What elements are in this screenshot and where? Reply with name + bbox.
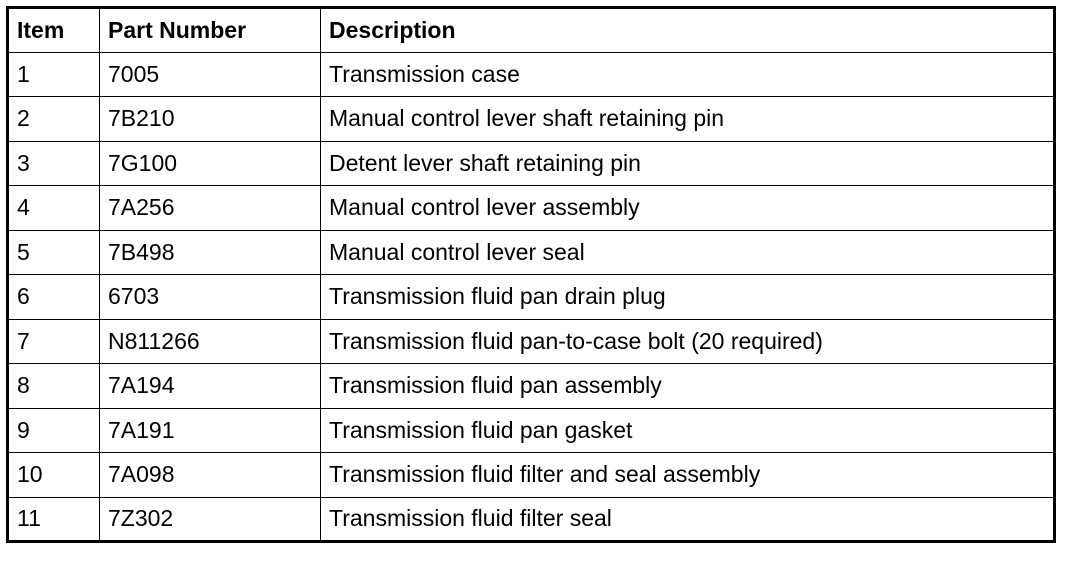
cell-part-number: 7005 [99, 51, 321, 97]
cell-part-number: 7A256 [99, 185, 321, 231]
cell-item: 10 [7, 452, 100, 498]
cell-item: 8 [7, 363, 100, 409]
cell-description: Transmission fluid filter seal [320, 496, 1055, 542]
table-header: Item Part Number Description [7, 7, 1055, 53]
table-row: 5 7B498 Manual control lever seal [7, 229, 1055, 275]
cell-item: 4 [7, 185, 100, 231]
cell-item: 6 [7, 274, 100, 320]
cell-part-number: 7B210 [99, 96, 321, 142]
cell-description: Manual control lever shaft retaining pin [320, 96, 1055, 142]
cell-description: Transmission fluid pan assembly [320, 363, 1055, 409]
table-row: 11 7Z302 Transmission fluid filter seal [7, 496, 1055, 542]
cell-description: Transmission fluid pan gasket [320, 407, 1055, 453]
cell-item: 1 [7, 51, 100, 97]
header-item: Item [7, 7, 100, 53]
cell-part-number: 7A098 [99, 452, 321, 498]
cell-description: Transmission fluid filter and seal assem… [320, 452, 1055, 498]
table-row: 3 7G100 Detent lever shaft retaining pin [7, 140, 1055, 186]
cell-description: Detent lever shaft retaining pin [320, 140, 1055, 186]
table-row: 10 7A098 Transmission fluid filter and s… [7, 452, 1055, 498]
cell-item: 11 [7, 496, 100, 542]
cell-description: Manual control lever seal [320, 229, 1055, 275]
table-row: 1 7005 Transmission case [7, 51, 1055, 97]
cell-part-number: N811266 [99, 318, 321, 364]
cell-description: Transmission case [320, 51, 1055, 97]
cell-item: 9 [7, 407, 100, 453]
cell-description: Transmission fluid pan drain plug [320, 274, 1055, 320]
cell-part-number: 7B498 [99, 229, 321, 275]
cell-part-number: 6703 [99, 274, 321, 320]
header-description: Description [320, 7, 1055, 53]
cell-part-number: 7G100 [99, 140, 321, 186]
cell-item: 5 [7, 229, 100, 275]
cell-description: Transmission fluid pan-to-case bolt (20 … [320, 318, 1055, 364]
table-row: 6 6703 Transmission fluid pan drain plug [7, 274, 1055, 320]
header-row: Item Part Number Description [7, 7, 1055, 53]
cell-description: Manual control lever assembly [320, 185, 1055, 231]
table-row: 2 7B210 Manual control lever shaft retai… [7, 96, 1055, 142]
table-row: 7 N811266 Transmission fluid pan-to-case… [7, 318, 1055, 364]
cell-item: 7 [7, 318, 100, 364]
header-part-number: Part Number [99, 7, 321, 53]
cell-part-number: 7A194 [99, 363, 321, 409]
cell-part-number: 7A191 [99, 407, 321, 453]
parts-table: Item Part Number Description 1 7005 Tran… [6, 6, 1056, 543]
cell-part-number: 7Z302 [99, 496, 321, 542]
table-row: 8 7A194 Transmission fluid pan assembly [7, 363, 1055, 409]
table-row: 4 7A256 Manual control lever assembly [7, 185, 1055, 231]
cell-item: 2 [7, 96, 100, 142]
table-body: 1 7005 Transmission case 2 7B210 Manual … [7, 51, 1055, 542]
table-row: 9 7A191 Transmission fluid pan gasket [7, 407, 1055, 453]
cell-item: 3 [7, 140, 100, 186]
